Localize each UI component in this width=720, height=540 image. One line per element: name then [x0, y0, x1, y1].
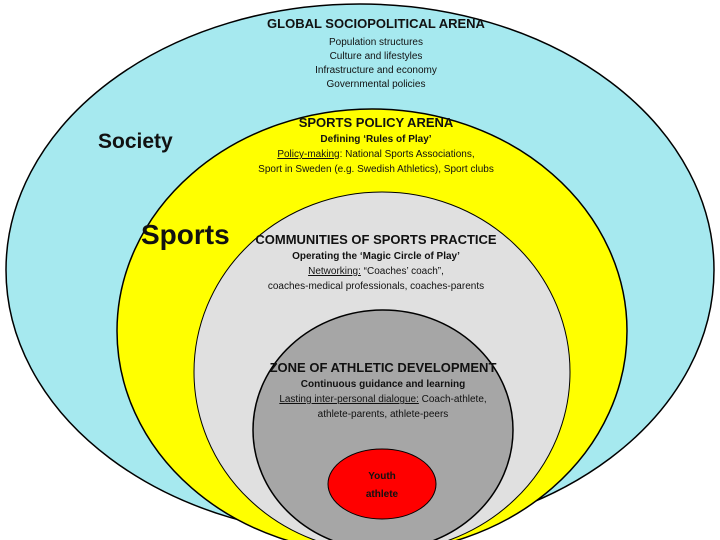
sports-line-1-rest: : National Sports Associations, — [340, 149, 475, 160]
sports-subtitle: Defining ‘Rules of Play’ — [320, 134, 431, 145]
zone-line-1-underlined: Lasting inter-personal dialogue: — [279, 394, 419, 405]
zone-title: ZONE OF ATHLETIC DEVELOPMENT — [270, 360, 497, 375]
zone-subtitle: Continuous guidance and learning — [301, 379, 465, 390]
communities-line-1-underlined: Networking: — [308, 266, 361, 277]
youth-athlete-line-1: Youth — [368, 471, 396, 482]
communities-subtitle: Operating the ‘Magic Circle of Play’ — [292, 251, 460, 262]
sports-label: Sports — [141, 219, 230, 250]
communities-line-1: Networking: “Coaches’ coach”, — [308, 266, 444, 277]
zone-line-1: Lasting inter-personal dialogue: Coach-a… — [279, 394, 486, 405]
sports-line-1-underlined: Policy-making — [277, 149, 339, 160]
youth-athlete-ellipse — [327, 448, 437, 520]
society-line: Infrastructure and economy — [315, 65, 437, 76]
zone-line-2: athlete-parents, athlete-peers — [318, 409, 449, 420]
sports-line-2: Sport in Sweden (e.g. Swedish Athletics)… — [258, 164, 494, 175]
zone-line-1-rest: Coach-athlete, — [419, 394, 487, 405]
youth-athlete-line-2: athlete — [366, 489, 399, 500]
society-title: GLOBAL SOCIOPOLITICAL ARENA — [267, 16, 485, 31]
zone-ellipse — [252, 309, 514, 540]
communities-title: COMMUNITIES OF SPORTS PRACTICE — [255, 232, 497, 247]
sports-title: SPORTS POLICY ARENA — [299, 115, 454, 130]
communities-line-1-rest: “Coaches’ coach”, — [361, 266, 444, 277]
society-line: Culture and lifestyles — [330, 51, 423, 62]
society-line: Governmental policies — [327, 79, 426, 90]
sports-line-1: Policy-making: National Sports Associati… — [277, 149, 474, 160]
society-line: Population structures — [329, 37, 423, 48]
society-label: Society — [98, 130, 173, 153]
communities-line-2: coaches-medical professionals, coaches-p… — [268, 281, 484, 292]
